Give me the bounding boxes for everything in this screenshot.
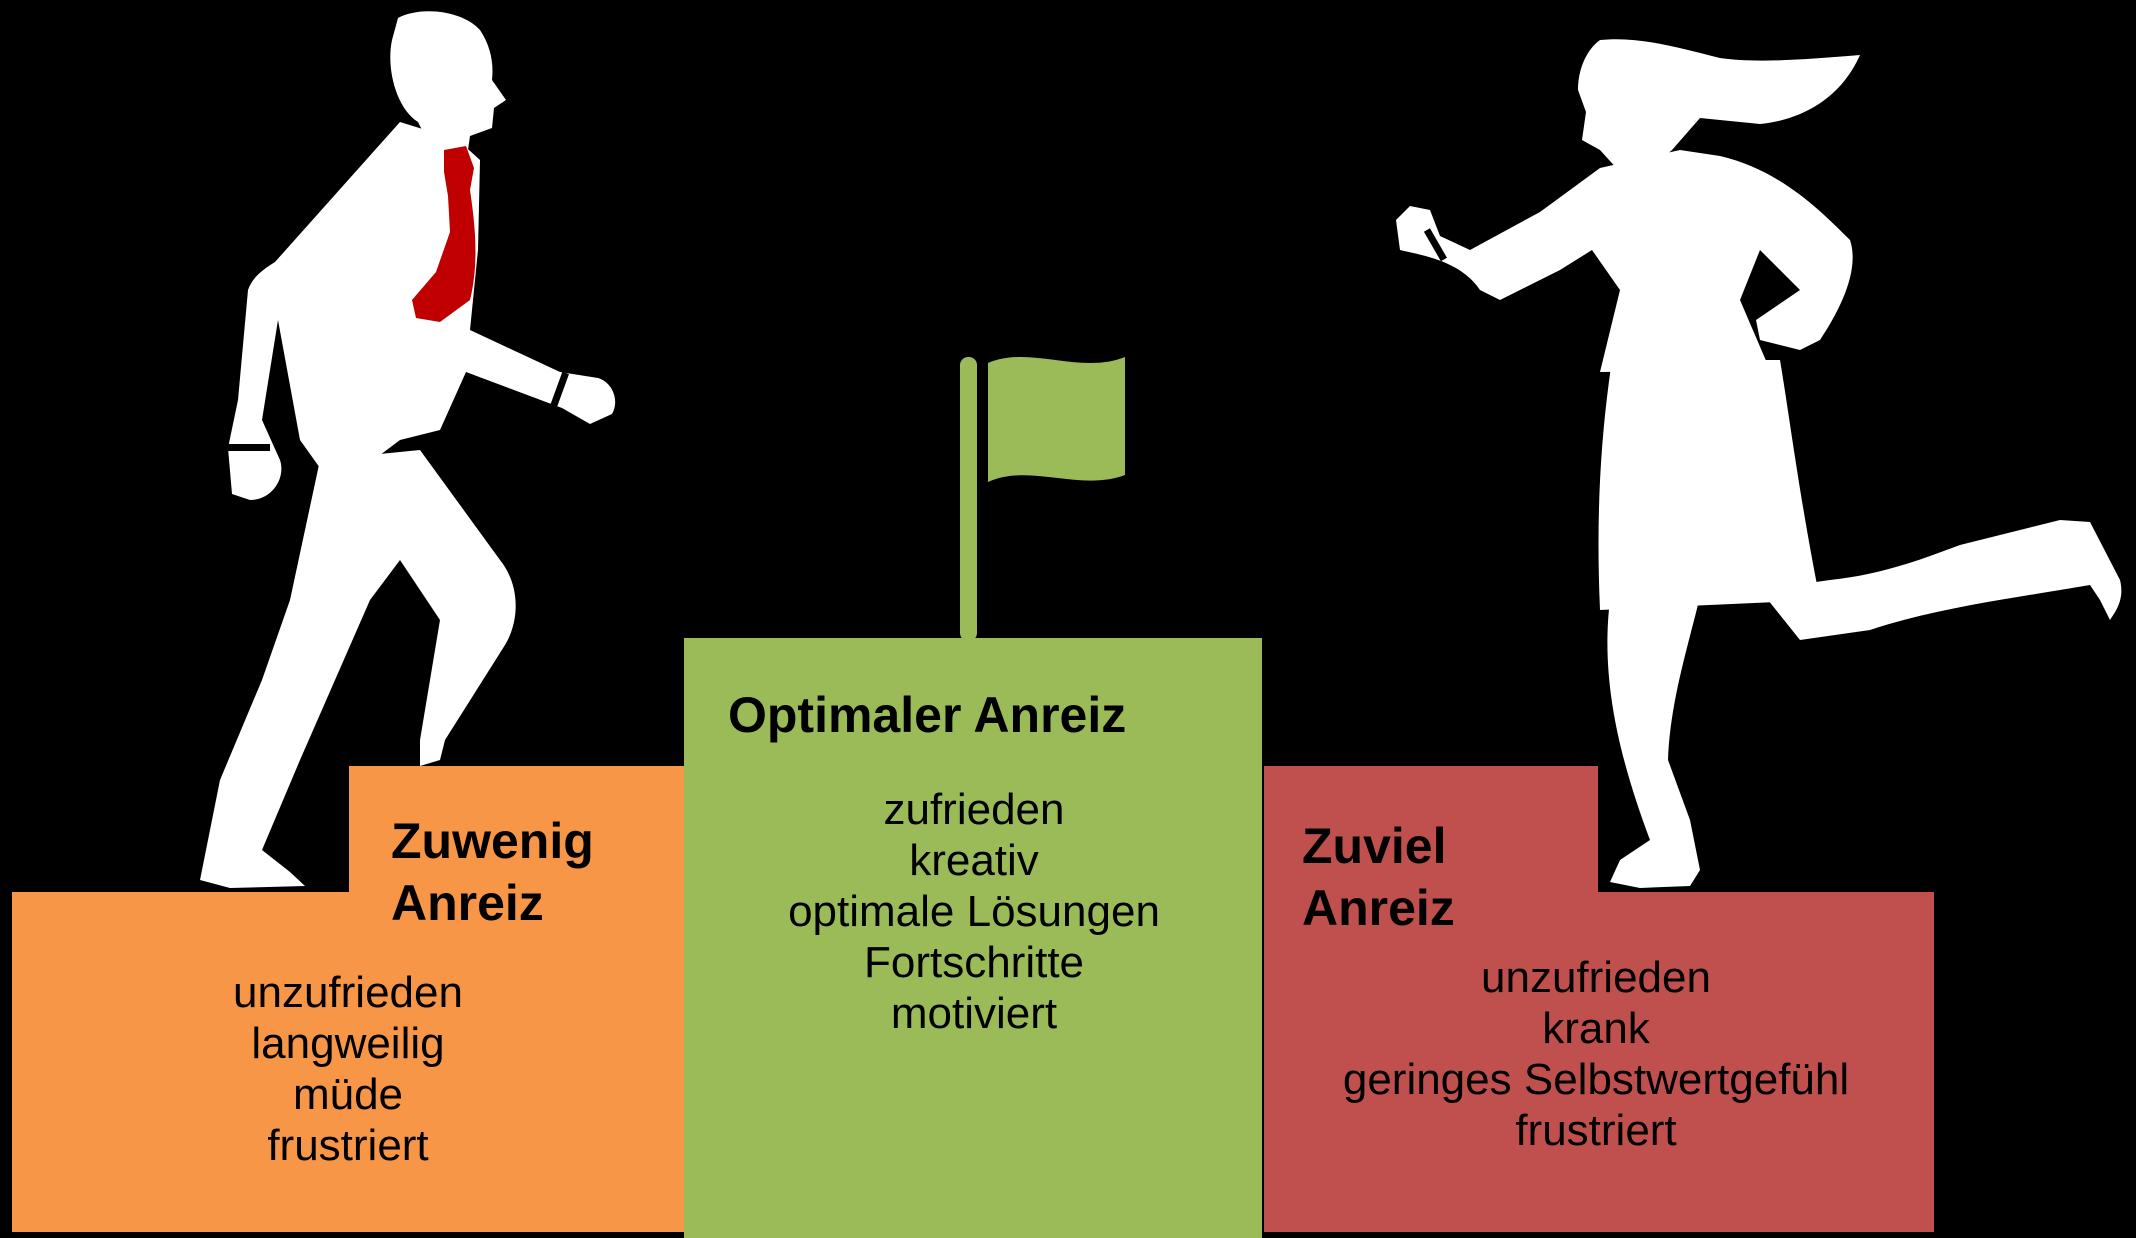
high-incentive-title-line2: Anreiz [1302, 880, 1455, 936]
high-incentive-base [1264, 892, 1934, 1232]
list-item: motiviert [890, 989, 1058, 1038]
list-item: unzufrieden [233, 968, 463, 1017]
list-item: langweilig [251, 1019, 445, 1068]
low-incentive-list: unzufrieden langweilig müde frustriert [168, 967, 528, 1171]
list-item: unzufrieden [1481, 953, 1711, 1002]
list-item: Fortschritte [863, 938, 1085, 987]
optimal-incentive-block [684, 638, 1262, 1238]
low-incentive-title: Zuwenig Anreiz [391, 810, 594, 934]
low-incentive-step [349, 766, 684, 896]
list-item: zufrieden [883, 785, 1065, 834]
goal-flag-icon [960, 357, 1125, 641]
list-item: frustriert [267, 1121, 429, 1170]
list-item: optimale Lösungen [788, 887, 1160, 936]
list-item: geringes Selbstwertgefühl [1342, 1055, 1850, 1104]
list-item: frustriert [1515, 1106, 1677, 1155]
high-incentive-title: Zuviel Anreiz [1302, 815, 1455, 939]
list-item: müde [292, 1070, 404, 1119]
list-item: kreativ [909, 836, 1039, 885]
low-incentive-title-line2: Anreiz [391, 875, 544, 931]
low-incentive-base [12, 892, 684, 1232]
optimal-incentive-list: zufrieden kreativ optimale Lösungen Fort… [744, 784, 1204, 1039]
high-incentive-title-line1: Zuviel [1302, 818, 1447, 874]
tie-icon [412, 146, 476, 322]
high-incentive-list: unzufrieden krank geringes Selbstwertgef… [1296, 952, 1896, 1156]
list-item: krank [1542, 1004, 1650, 1053]
low-incentive-title-line1: Zuwenig [391, 813, 594, 869]
optimal-incentive-title: Optimaler Anreiz [728, 687, 1127, 743]
high-incentive-step [1264, 766, 1598, 896]
running-woman-figure [1396, 39, 2122, 888]
